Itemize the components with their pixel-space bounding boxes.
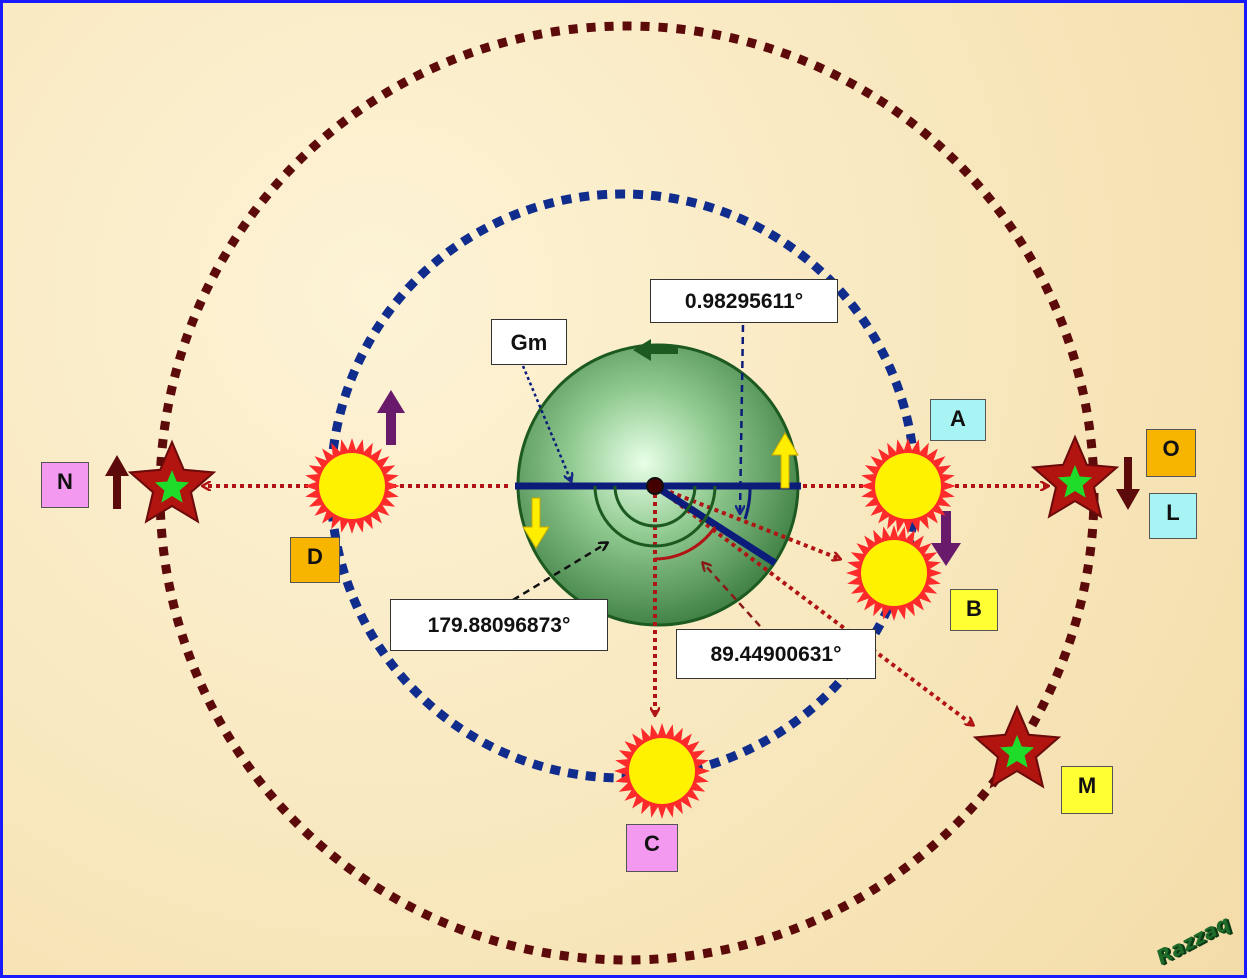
angle-top-box: 0.98295611° [650, 279, 838, 323]
angle-arc-180-outer [613, 485, 697, 528]
sun-core [861, 540, 927, 606]
earth-up-arrow-icon [771, 432, 799, 489]
star-core [1057, 465, 1093, 498]
star-core [154, 470, 190, 503]
leader-left-angle [512, 543, 607, 602]
angle-right-box: 89.44900631° [676, 629, 876, 679]
leader-top-angle [740, 324, 743, 513]
sun-c [614, 723, 710, 819]
sun-d [304, 438, 400, 534]
maroon-up-arrow-icon [105, 455, 129, 509]
label-l: L [1149, 493, 1197, 539]
label-b: B [950, 589, 998, 631]
sun-core [875, 453, 941, 519]
earth-center [646, 477, 664, 495]
star-n [127, 439, 217, 524]
leader-gm [521, 365, 571, 481]
sun-core [629, 738, 695, 804]
purple-up-arrow-icon [377, 390, 405, 445]
sun-b [846, 525, 942, 621]
label-o: O [1146, 429, 1196, 477]
label-n: N [41, 462, 89, 508]
label-d: D [290, 537, 340, 583]
gm-box: Gm [491, 319, 567, 365]
maroon-down-arrow-icon [1116, 457, 1140, 510]
leader-right-angle [703, 563, 769, 636]
label-m: M [1061, 766, 1113, 814]
star-core [999, 735, 1035, 768]
angle-arc-small [743, 485, 752, 520]
tilted-line [653, 483, 777, 566]
angle-left-box: 179.88096873° [390, 599, 608, 651]
angle-arc-180 [593, 485, 717, 548]
label-c: C [626, 824, 678, 872]
rotation-arrow-icon [633, 339, 678, 361]
star-m [972, 704, 1062, 789]
star-o [1030, 434, 1120, 519]
sun-core [319, 453, 385, 519]
angle-arc-90 [654, 526, 717, 561]
label-a: A [930, 399, 986, 441]
earth-down-arrow-icon [522, 497, 550, 549]
purple-down-arrow-icon [931, 511, 961, 566]
sun-a [860, 438, 956, 534]
orbit-diagram [105, 21, 1140, 965]
